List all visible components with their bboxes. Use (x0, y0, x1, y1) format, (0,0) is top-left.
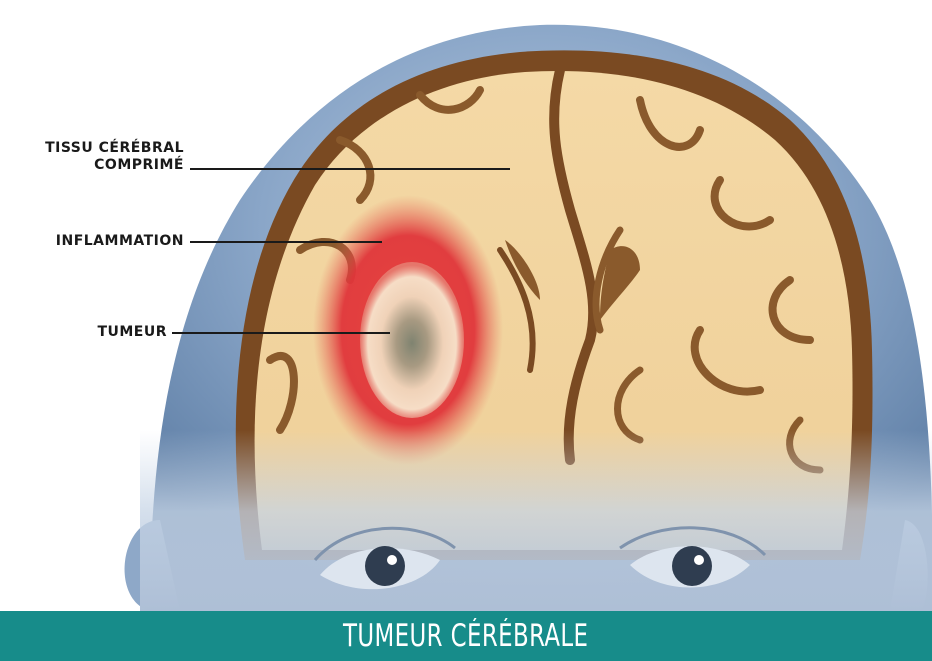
banner-title: TUMEUR CÉRÉBRALE (343, 618, 588, 654)
leader-inflammation (190, 241, 382, 243)
label-compressed-tissue: TISSU CÉRÉBRAL COMPRIMÉ (45, 140, 184, 174)
face-fade (140, 430, 932, 611)
leader-tumor (172, 332, 390, 334)
label-inflammation: INFLAMMATION (56, 233, 184, 250)
title-banner: TUMEUR CÉRÉBRALE (0, 611, 932, 661)
label-compressed-tissue-line2: COMPRIMÉ (45, 157, 184, 174)
label-compressed-tissue-line1: TISSU CÉRÉBRAL (45, 140, 184, 157)
leader-compressed-tissue (190, 168, 510, 170)
label-tumor: TUMEUR (97, 324, 167, 341)
tumor-mass (360, 262, 464, 418)
